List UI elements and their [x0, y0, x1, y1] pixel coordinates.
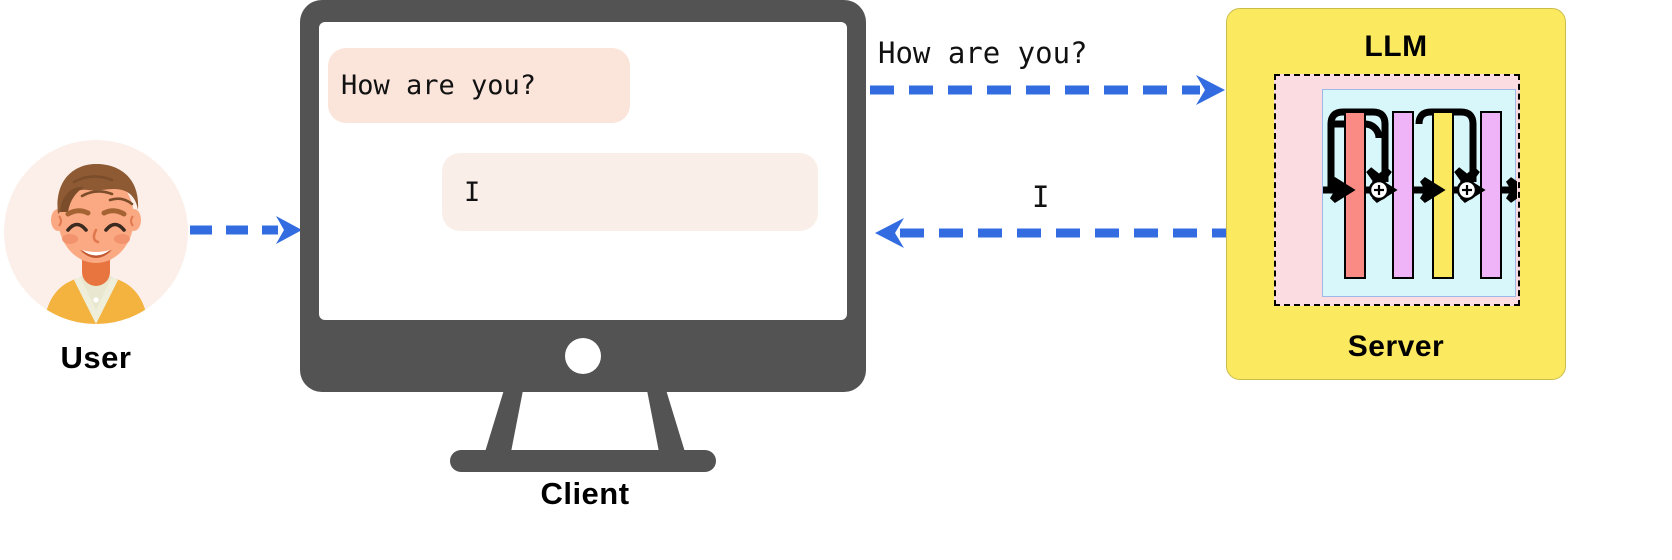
- monitor-screen: How are you? I: [319, 22, 847, 320]
- user-group: User: [0, 140, 200, 380]
- monitor-power-dot: [565, 338, 601, 374]
- chat-bubble-assistant-text: I: [464, 176, 481, 208]
- server-group: LLM: [1226, 8, 1566, 380]
- model-inner-block: [1292, 89, 1530, 297]
- transformer-layers-diagram: [1292, 108, 1530, 279]
- arrow-client-to-server: [870, 75, 1225, 105]
- user-avatar: [4, 140, 188, 324]
- arrow-label-request: How are you?: [878, 36, 1088, 70]
- monitor-stand: [485, 380, 685, 452]
- llm-title: LLM: [1364, 30, 1428, 63]
- arrow-label-response: I: [1032, 180, 1050, 214]
- monitor-base: [450, 450, 716, 472]
- chat-bubble-user: How are you?: [328, 48, 630, 123]
- chat-bubble-assistant: I: [442, 153, 818, 231]
- plus-circle-icon: [1456, 179, 1478, 201]
- chat-bubble-user-text: How are you?: [341, 70, 537, 101]
- client-group: How are you? I Client: [300, 0, 870, 520]
- user-avatar-illustration: [4, 140, 188, 324]
- client-label: Client: [540, 476, 630, 511]
- plus-circle-icon: [1368, 179, 1390, 201]
- user-label: User: [60, 340, 132, 375]
- arrow-user-to-client: [190, 216, 302, 244]
- arrow-server-to-client: [875, 218, 1228, 248]
- model-outer-block: [1274, 74, 1530, 306]
- server-label: Server: [1347, 330, 1445, 363]
